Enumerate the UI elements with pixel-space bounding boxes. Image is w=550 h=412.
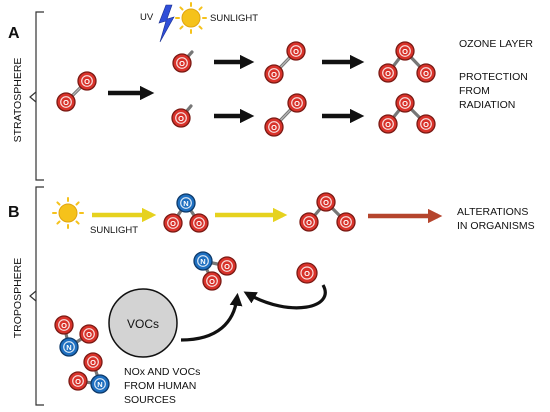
ozone-layer-label: OZONE LAYER [459, 38, 533, 50]
oxygen-atom: O [316, 192, 336, 212]
svg-text:O: O [224, 262, 230, 271]
oxygen-atom: O [163, 213, 183, 233]
oxygen-atom: O [79, 324, 99, 344]
sun-icon [52, 197, 84, 229]
oxygen-atom: O [189, 213, 209, 233]
curved-arrow-icon [180, 292, 243, 342]
oxygen-atom-free: O [171, 104, 193, 128]
sources-line-3: SOURCES [124, 394, 176, 406]
no2-molecule: O O N [193, 251, 237, 291]
o2-molecule: O O [56, 71, 97, 112]
svg-text:O: O [75, 377, 81, 386]
oxygen-atom: O [264, 64, 284, 84]
oxygen-atom: O [217, 256, 237, 276]
oxygen-atom: O [378, 114, 398, 134]
svg-text:O: O [343, 218, 349, 227]
svg-text:N: N [183, 199, 188, 208]
svg-text:O: O [61, 321, 67, 330]
troposphere-bracket-notch [29, 290, 37, 302]
svg-text:O: O [179, 59, 185, 68]
svg-text:O: O [196, 219, 202, 228]
lightning-bolt-icon [158, 4, 175, 43]
protection-line-2: FROM [459, 85, 490, 97]
oxygen-atom: O [299, 212, 319, 232]
alterations-line-2: IN ORGANISMS [457, 220, 535, 232]
protection-line-3: RADIATION [459, 99, 515, 111]
oxygen-atom: O [77, 71, 97, 91]
svg-text:N: N [66, 343, 71, 352]
sources-line-1: NOx AND VOCs [124, 366, 200, 378]
ozone-molecule: O O O [378, 93, 436, 134]
troposphere-label: TROPOSPHERE [12, 258, 24, 339]
svg-text:O: O [178, 114, 184, 123]
svg-text:O: O [423, 69, 429, 78]
nitrogen-atom: N [193, 251, 213, 271]
svg-text:O: O [306, 218, 312, 227]
oxygen-atom: O [416, 114, 436, 134]
svg-text:O: O [385, 120, 391, 129]
svg-text:O: O [90, 358, 96, 367]
svg-text:O: O [385, 69, 391, 78]
nitrogen-atom: N [59, 337, 79, 357]
oxygen-atom: O [416, 63, 436, 83]
troposphere-bracket [35, 186, 44, 406]
protection-line-1: PROTECTION [459, 71, 528, 83]
no2-molecule: O O N [54, 315, 99, 357]
nitrogen-atom: N [176, 193, 196, 213]
oxygen-atom: O [336, 212, 356, 232]
stratosphere-bracket-notch [29, 91, 37, 103]
svg-text:O: O [323, 198, 329, 207]
alterations-line-1: ALTERATIONS [457, 206, 528, 218]
oxygen-atom: O [287, 93, 307, 113]
oxygen-atom: O [296, 262, 318, 284]
curved-arrow-icon [243, 284, 327, 310]
svg-text:O: O [294, 99, 300, 108]
no2-molecule: O O N [163, 193, 209, 233]
nitrogen-atom: N [90, 374, 110, 394]
no2-molecule: O O N [68, 352, 110, 394]
svg-text:O: O [423, 120, 429, 129]
stratosphere-bracket [35, 11, 44, 181]
tropo-sunlight-label: SUNLIGHT [90, 225, 138, 236]
svg-text:O: O [84, 77, 90, 86]
ozone-molecule: O O O [299, 192, 356, 232]
svg-text:O: O [209, 277, 215, 286]
uv-label: UV [140, 12, 154, 23]
oxygen-atom: O [395, 93, 415, 113]
svg-text:O: O [170, 219, 176, 228]
svg-text:O: O [304, 269, 310, 278]
vocs-label: VOCs [127, 317, 159, 331]
panel-a-label: A [8, 25, 20, 42]
svg-text:O: O [402, 47, 408, 56]
svg-text:O: O [271, 70, 277, 79]
svg-text:N: N [200, 257, 205, 266]
svg-text:O: O [63, 98, 69, 107]
oxygen-atom: O [83, 352, 103, 372]
oxygen-atom: O [395, 41, 415, 61]
svg-text:N: N [97, 380, 102, 389]
o2-molecule: O O [264, 41, 306, 84]
oxygen-atom: O [202, 271, 222, 291]
oxygen-atom: O [68, 371, 88, 391]
oxygen-atom: O [378, 63, 398, 83]
oxygen-atom: O [54, 315, 74, 335]
oxygen-atom: O [286, 41, 306, 61]
svg-text:O: O [86, 330, 92, 339]
sources-line-2: FROM HUMAN [124, 380, 196, 392]
svg-text:O: O [402, 99, 408, 108]
sunlight-label: SUNLIGHT [210, 13, 258, 24]
stratosphere-label: STRATOSPHERE [12, 58, 24, 143]
oxygen-atom: O [56, 92, 76, 112]
svg-text:O: O [271, 123, 277, 132]
o2-molecule: O O [264, 93, 307, 137]
oxygen-atom: O [264, 117, 284, 137]
vocs-circle: VOCs [108, 288, 178, 358]
oxygen-atom-free: O [172, 50, 194, 73]
sun-icon [175, 2, 207, 34]
svg-text:O: O [293, 47, 299, 56]
panel-b-label: B [8, 204, 20, 221]
ozone-molecule: O O O [378, 41, 436, 83]
